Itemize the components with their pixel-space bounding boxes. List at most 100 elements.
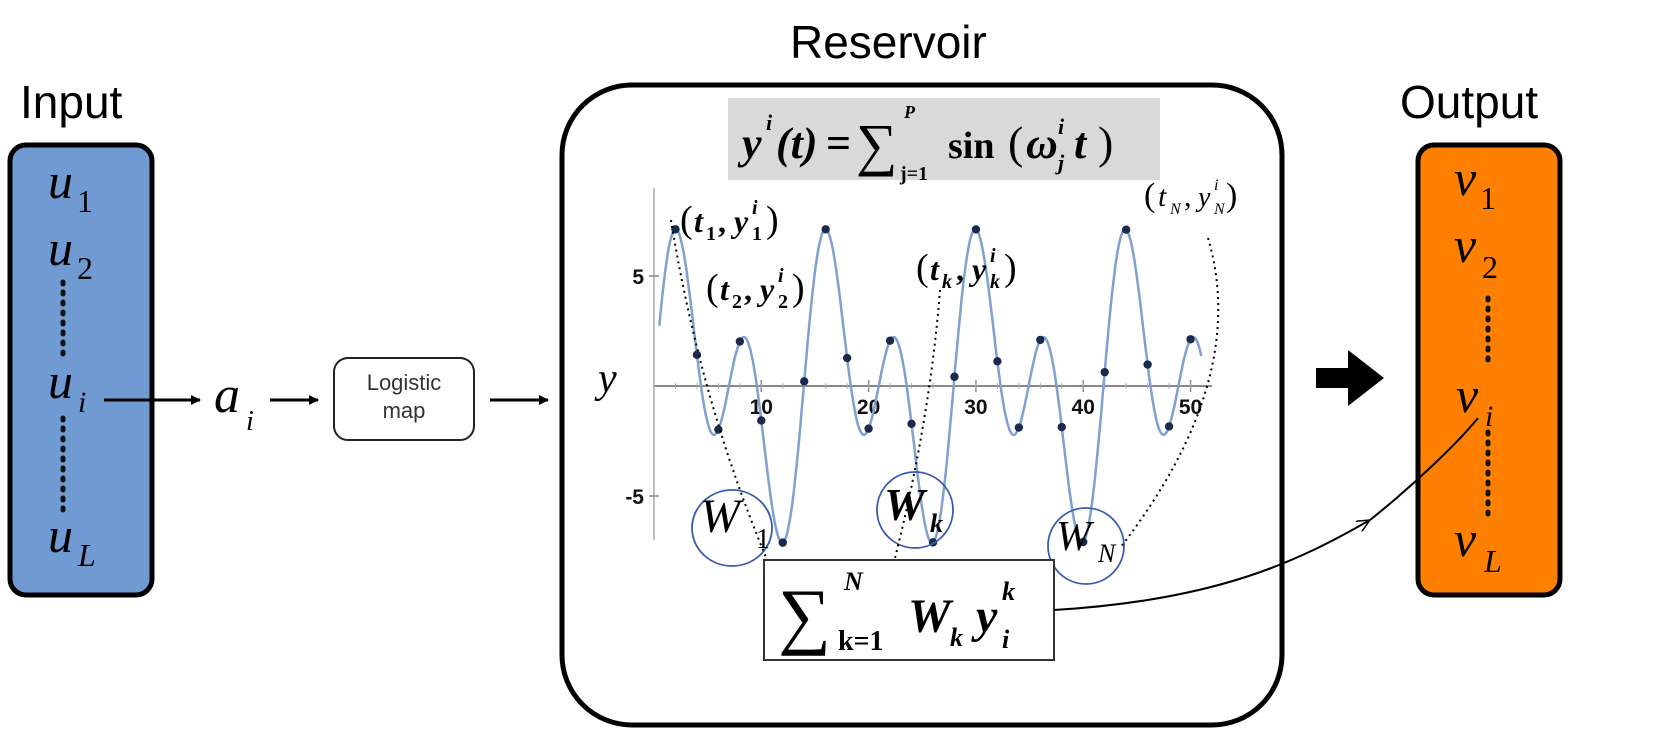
- svg-text:y: y: [968, 251, 987, 287]
- y-tick-label: 5: [632, 266, 644, 289]
- formula-background: [728, 98, 1160, 180]
- logistic-map-line1: Logistic: [367, 370, 442, 395]
- svg-text:): ): [1004, 247, 1017, 289]
- x-tick-label: 40: [1072, 396, 1095, 419]
- output-v2: v 2: [1454, 217, 1498, 285]
- weight-circle-k: [876, 471, 954, 549]
- svg-text:N: N: [1169, 201, 1182, 218]
- reservoir-box: [559, 82, 1285, 728]
- svg-text:): ): [1226, 177, 1237, 214]
- svg-text:y: y: [730, 203, 749, 239]
- sample-point: [993, 357, 1002, 366]
- weight-Wk: W k: [876, 471, 954, 549]
- svg-text:y: y: [756, 271, 775, 307]
- svg-text:1: 1: [77, 183, 93, 219]
- weight-WN: W N: [1047, 507, 1125, 585]
- svg-text:W: W: [700, 490, 744, 543]
- readout-box: [763, 559, 1055, 661]
- svg-text:,: ,: [956, 251, 964, 287]
- output-connector: [1369, 417, 1479, 521]
- sample-point: [1164, 422, 1174, 431]
- svg-text:u: u: [48, 153, 73, 209]
- svg-text:W: W: [1056, 514, 1095, 560]
- sample-point: [971, 225, 981, 234]
- svg-text:(t): (t): [776, 119, 818, 168]
- svg-text:k: k: [950, 623, 963, 652]
- x-tick-label: 10: [750, 396, 773, 419]
- svg-text:L: L: [77, 537, 96, 573]
- sample-point: [671, 225, 680, 234]
- sample-point: [821, 225, 830, 234]
- svg-text:2: 2: [77, 250, 93, 286]
- point-label-k: ( t k , y i k ): [916, 245, 1017, 293]
- x-tick-label: 30: [964, 396, 987, 419]
- svg-text:j: j: [1055, 150, 1065, 175]
- svg-text:(: (: [1008, 117, 1023, 168]
- sample-point: [757, 416, 766, 425]
- svg-text:L: L: [1483, 543, 1502, 579]
- input-ui: u i: [48, 353, 86, 419]
- sample-point: [778, 538, 787, 547]
- input-u1: u 1: [48, 153, 93, 219]
- sample-point: [1036, 335, 1045, 345]
- sample-point: [842, 353, 852, 363]
- output-column: [1415, 142, 1563, 598]
- svg-text:y: y: [1195, 182, 1211, 213]
- svg-text:P: P: [903, 102, 916, 122]
- sample-point: [1079, 537, 1088, 547]
- output-title: Output: [1400, 76, 1538, 128]
- svg-text:N: N: [1213, 201, 1226, 218]
- svg-text:v: v: [1454, 150, 1477, 206]
- sample-point: [800, 377, 809, 386]
- svg-text:u: u: [48, 353, 73, 409]
- svg-text:u: u: [48, 507, 73, 563]
- sample-point: [714, 425, 723, 434]
- svg-text:2: 2: [1482, 249, 1498, 285]
- svg-text:k: k: [990, 271, 1000, 293]
- sample-point: [1100, 367, 1109, 377]
- input-uL: u L: [48, 507, 96, 573]
- svg-text:k: k: [930, 509, 943, 538]
- svg-text:,: ,: [744, 271, 752, 307]
- svg-text:v: v: [1454, 511, 1477, 567]
- output-vi: v i: [1456, 367, 1493, 433]
- svg-text:t: t: [720, 271, 730, 307]
- svg-text:a: a: [214, 367, 240, 424]
- svg-text:j=1: j=1: [899, 163, 928, 185]
- svg-text:i: i: [78, 386, 86, 419]
- output-vL: v L: [1454, 511, 1502, 579]
- svg-text:): ): [766, 199, 779, 241]
- sample-point: [950, 372, 959, 381]
- weight-W1: W 1: [691, 489, 773, 567]
- sample-point: [692, 350, 702, 360]
- a-i-label: a i: [214, 367, 254, 437]
- svg-text:u: u: [48, 220, 73, 276]
- svg-text:2: 2: [732, 291, 742, 313]
- svg-text:i: i: [1485, 400, 1493, 433]
- input-title: Input: [20, 76, 123, 128]
- logistic-map-box: [333, 357, 475, 441]
- svg-text:y: y: [971, 590, 998, 643]
- svg-text:i: i: [752, 197, 758, 219]
- svg-text:t: t: [694, 203, 704, 239]
- svg-text:): ): [1098, 117, 1113, 168]
- svg-text:i: i: [778, 265, 784, 287]
- svg-text:k=1: k=1: [838, 626, 884, 657]
- weight-circle-1: [691, 489, 773, 567]
- svg-text:(: (: [916, 247, 929, 289]
- sample-point: [907, 419, 916, 428]
- svg-text:i: i: [1058, 114, 1065, 139]
- sample-point: [1143, 360, 1152, 369]
- svg-text:ω: ω: [1026, 119, 1058, 168]
- sample-point: [885, 336, 895, 345]
- sample-point: [735, 337, 745, 346]
- sample-point: [864, 424, 873, 433]
- svg-text:∑: ∑: [856, 112, 897, 177]
- svg-text:=: =: [826, 119, 851, 168]
- y-tick-label: -5: [625, 486, 644, 509]
- input-column: [7, 142, 155, 598]
- svg-text:t: t: [1158, 180, 1167, 213]
- svg-text:k: k: [942, 271, 952, 293]
- readout-to-output-arrow: [1053, 520, 1370, 611]
